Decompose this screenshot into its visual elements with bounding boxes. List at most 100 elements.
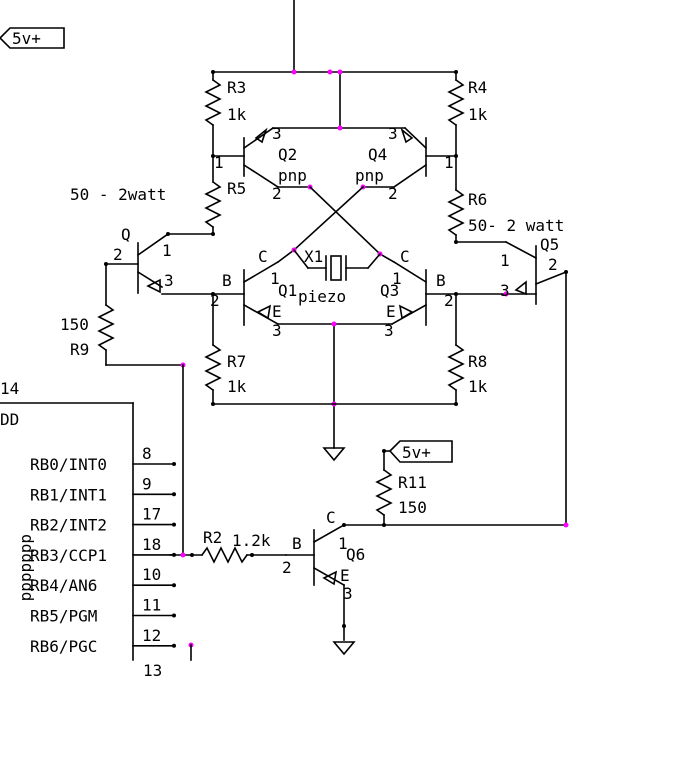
- q-pin-collector-num: 1: [162, 241, 172, 260]
- mcu-pin-end: [172, 643, 176, 648]
- q4-pin-collector-num: 2: [388, 184, 398, 203]
- mcu-cut-pin-num: 13: [143, 661, 162, 680]
- mcu-pin-name: RB5/PGM: [30, 607, 97, 626]
- mcu-pin-name: RB2/INT2: [30, 516, 107, 535]
- q6-pin-e-letter: E: [340, 566, 350, 585]
- q1-pin-collector-num: 1: [270, 269, 280, 288]
- r4-ref: R4: [468, 78, 487, 97]
- r3-ref: R3: [227, 78, 246, 97]
- q6-pin-base-num: 2: [282, 558, 292, 577]
- q1-pin-emitter-num: 3: [272, 321, 282, 340]
- r6-ref: R6: [468, 190, 487, 209]
- q3-pin-b-letter: B: [436, 271, 446, 290]
- mcu-pin-number: 9: [142, 474, 152, 493]
- mcu-pin-number: 8: [142, 444, 152, 463]
- transistor-q6: C B 2 1 Q6 E 3: [282, 508, 365, 656]
- transistor-q: Q 2 1 3: [104, 225, 214, 295]
- r2-value: 1.2k: [232, 531, 271, 550]
- resistor-r4: R4 1k: [447, 71, 488, 157]
- emitter-ground-bus: [277, 321, 393, 462]
- top-supply-rail: [211, 0, 458, 131]
- q1-ref: Q1: [278, 281, 297, 300]
- mcu-pin-number: 17: [142, 505, 161, 524]
- q6-pin-b-letter: B: [292, 534, 302, 553]
- r9-value: 150: [60, 315, 89, 334]
- q5-pin-base-num: 3: [500, 281, 510, 300]
- r5-value: 50 - 2watt: [70, 185, 166, 204]
- transistor-q5: Q5 1 2 3: [455, 235, 568, 526]
- q3-ref: Q3: [380, 281, 399, 300]
- mcu-pin-end: [172, 492, 176, 497]
- mcu-pin-name: RB0/INT0: [30, 455, 107, 474]
- q1-pin-base-num: 2: [210, 291, 220, 310]
- q6-pin-c-letter: C: [326, 508, 336, 527]
- q3-pin-base-num: 2: [444, 291, 454, 310]
- resistor-r5: R5 50 - 2watt: [70, 155, 246, 236]
- q4-pin-base-num: 1: [444, 153, 454, 172]
- resistor-r9: 150 R9: [60, 263, 186, 368]
- q4-ref: Q4: [368, 145, 387, 164]
- supply-flag-top: 5v+: [0, 27, 65, 49]
- resistor-r8: R8 1k: [447, 293, 488, 406]
- q2-pin-collector-num: 2: [272, 184, 282, 203]
- r11-ref: R11: [398, 473, 427, 492]
- mcu-pin-number: 18: [142, 535, 161, 554]
- r4-value: 1k: [468, 105, 488, 124]
- r8-ref: R8: [468, 352, 487, 371]
- transistor-q3: C B 2 1 E 3 Q3: [377, 247, 458, 340]
- resistor-r7: R7 1k: [204, 293, 457, 406]
- r7-ref: R7: [227, 352, 246, 371]
- q2-pin-emitter-num: 3: [272, 124, 282, 143]
- q5-ref: Q5: [540, 235, 559, 254]
- microcontroller: 14 DD ddddddd RB0/INT08RB1/INT19RB2/INT2…: [0, 379, 194, 680]
- r8-value: 1k: [468, 377, 488, 396]
- mcu-top-label: DD: [0, 410, 19, 429]
- q6-pin-collector-num: 1: [338, 534, 348, 553]
- q2-type: pnp: [278, 166, 307, 185]
- x1-ref: X1: [304, 247, 323, 266]
- mcu-pin-number: 12: [142, 626, 161, 645]
- transistor-q2: 3 1 2 Q2 pnp: [211, 124, 313, 203]
- mcu-pin-name: RB3/CCP1: [30, 546, 107, 565]
- r9-ref: R9: [70, 340, 89, 359]
- r3-value: 1k: [227, 105, 247, 124]
- q6-ref: Q6: [346, 545, 365, 564]
- supply-flag-q6-label: 5v+: [402, 443, 431, 462]
- mcu-pin-end: [172, 583, 176, 588]
- mcu-pin-name: RB6/PGC: [30, 637, 97, 656]
- mcu-pin-name: RB4/AN6: [30, 576, 97, 595]
- resistor-r6: R6 50- 2 watt: [447, 155, 564, 244]
- q1-pin-b-letter: B: [222, 271, 232, 290]
- x1-label: piezo: [298, 287, 346, 306]
- supply-flag-top-label: 5v+: [12, 29, 41, 48]
- transistor-q1: C B 2 1 E 3 Q1: [210, 247, 297, 340]
- mcu-side-mark: ddddddd: [18, 534, 37, 601]
- q1-pin-c-letter: C: [258, 247, 268, 266]
- mcu-pin-number: 11: [142, 596, 161, 615]
- mcu-pin-end: [172, 462, 176, 466]
- mcu-pin-list: RB0/INT08RB1/INT19RB2/INT217RB3/CCP118RB…: [30, 444, 176, 656]
- q4-type: pnp: [355, 166, 384, 185]
- q1-pin-e-letter: E: [272, 302, 282, 321]
- q6-pin-emitter-num: 3: [343, 584, 353, 603]
- r5-ref: R5: [227, 179, 246, 198]
- mcu-top-pin-num: 14: [0, 379, 19, 398]
- transistor-q4: 3 1 2 Q4 pnp: [355, 124, 458, 203]
- q4-pin-emitter-num: 3: [388, 124, 398, 143]
- q3-pin-emitter-num: 3: [384, 321, 394, 340]
- r7-value: 1k: [227, 377, 247, 396]
- q2-ref: Q2: [278, 145, 297, 164]
- r6-value: 50- 2 watt: [468, 216, 564, 235]
- mcu-pin-end: [172, 552, 176, 557]
- resistor-r11: 5v+ R11 150: [343, 440, 569, 528]
- q-pin-emitter-num: 3: [164, 271, 174, 290]
- q3-pin-e-letter: E: [386, 302, 396, 321]
- q-ref: Q: [121, 225, 131, 244]
- q-pin-base-num: 2: [113, 245, 123, 264]
- q2-pin-base-num: 1: [214, 153, 224, 172]
- q5-pin-collector-num: 1: [500, 251, 510, 270]
- cross-coupling: [292, 185, 382, 256]
- r2-ref: R2: [203, 528, 222, 547]
- q3-pin-c-letter: C: [400, 247, 410, 266]
